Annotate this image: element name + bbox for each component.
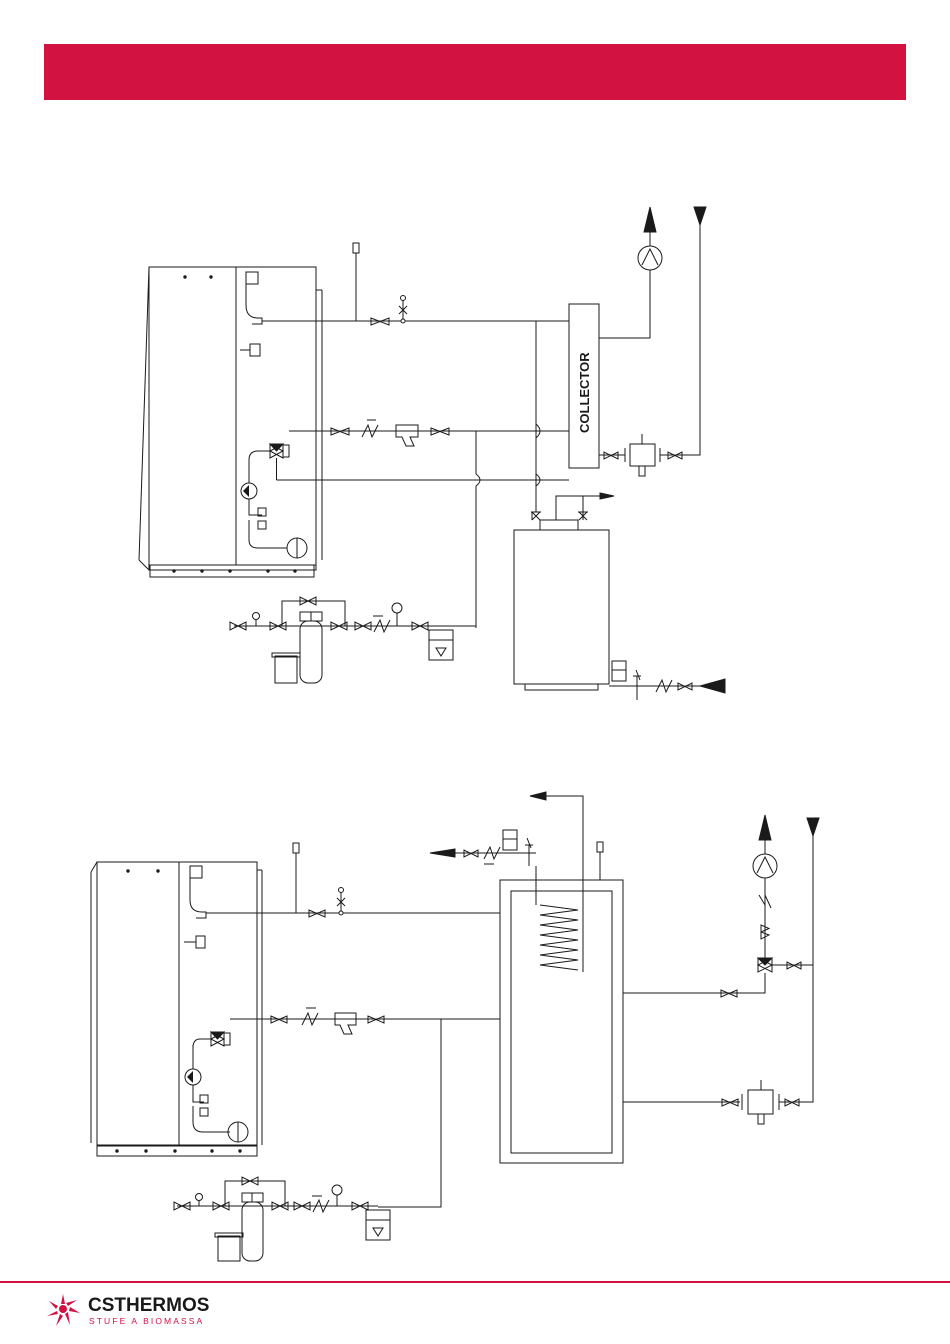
brand-tagline: STUFE A BIOMASSA xyxy=(89,1316,204,1326)
top-hydraulic-diagram: COLLECTOR xyxy=(139,207,725,700)
footer-divider xyxy=(0,1281,950,1283)
filling-group-top xyxy=(230,597,476,683)
collector: COLLECTOR xyxy=(569,207,706,476)
collector-label: COLLECTOR xyxy=(577,352,592,433)
boiler-unit-bottom xyxy=(91,862,262,1156)
return-line-top xyxy=(277,420,570,628)
brand-prefix: CS xyxy=(88,1295,114,1316)
bottom-hydraulic-diagram xyxy=(91,792,819,1261)
return-line-bottom xyxy=(230,1008,500,1207)
dhw-tank-top xyxy=(514,493,725,700)
boiler-unit-top xyxy=(139,267,322,577)
brand-name: CSTHERMOS xyxy=(88,1296,209,1316)
supply-line-top xyxy=(262,243,569,520)
brand-suffix: THERMOS xyxy=(114,1295,209,1316)
storage-tank-bottom xyxy=(430,792,819,1163)
brand-logo-icon xyxy=(47,1294,80,1326)
filling-group-bottom xyxy=(174,1177,390,1261)
supply-line-bottom xyxy=(206,843,500,917)
